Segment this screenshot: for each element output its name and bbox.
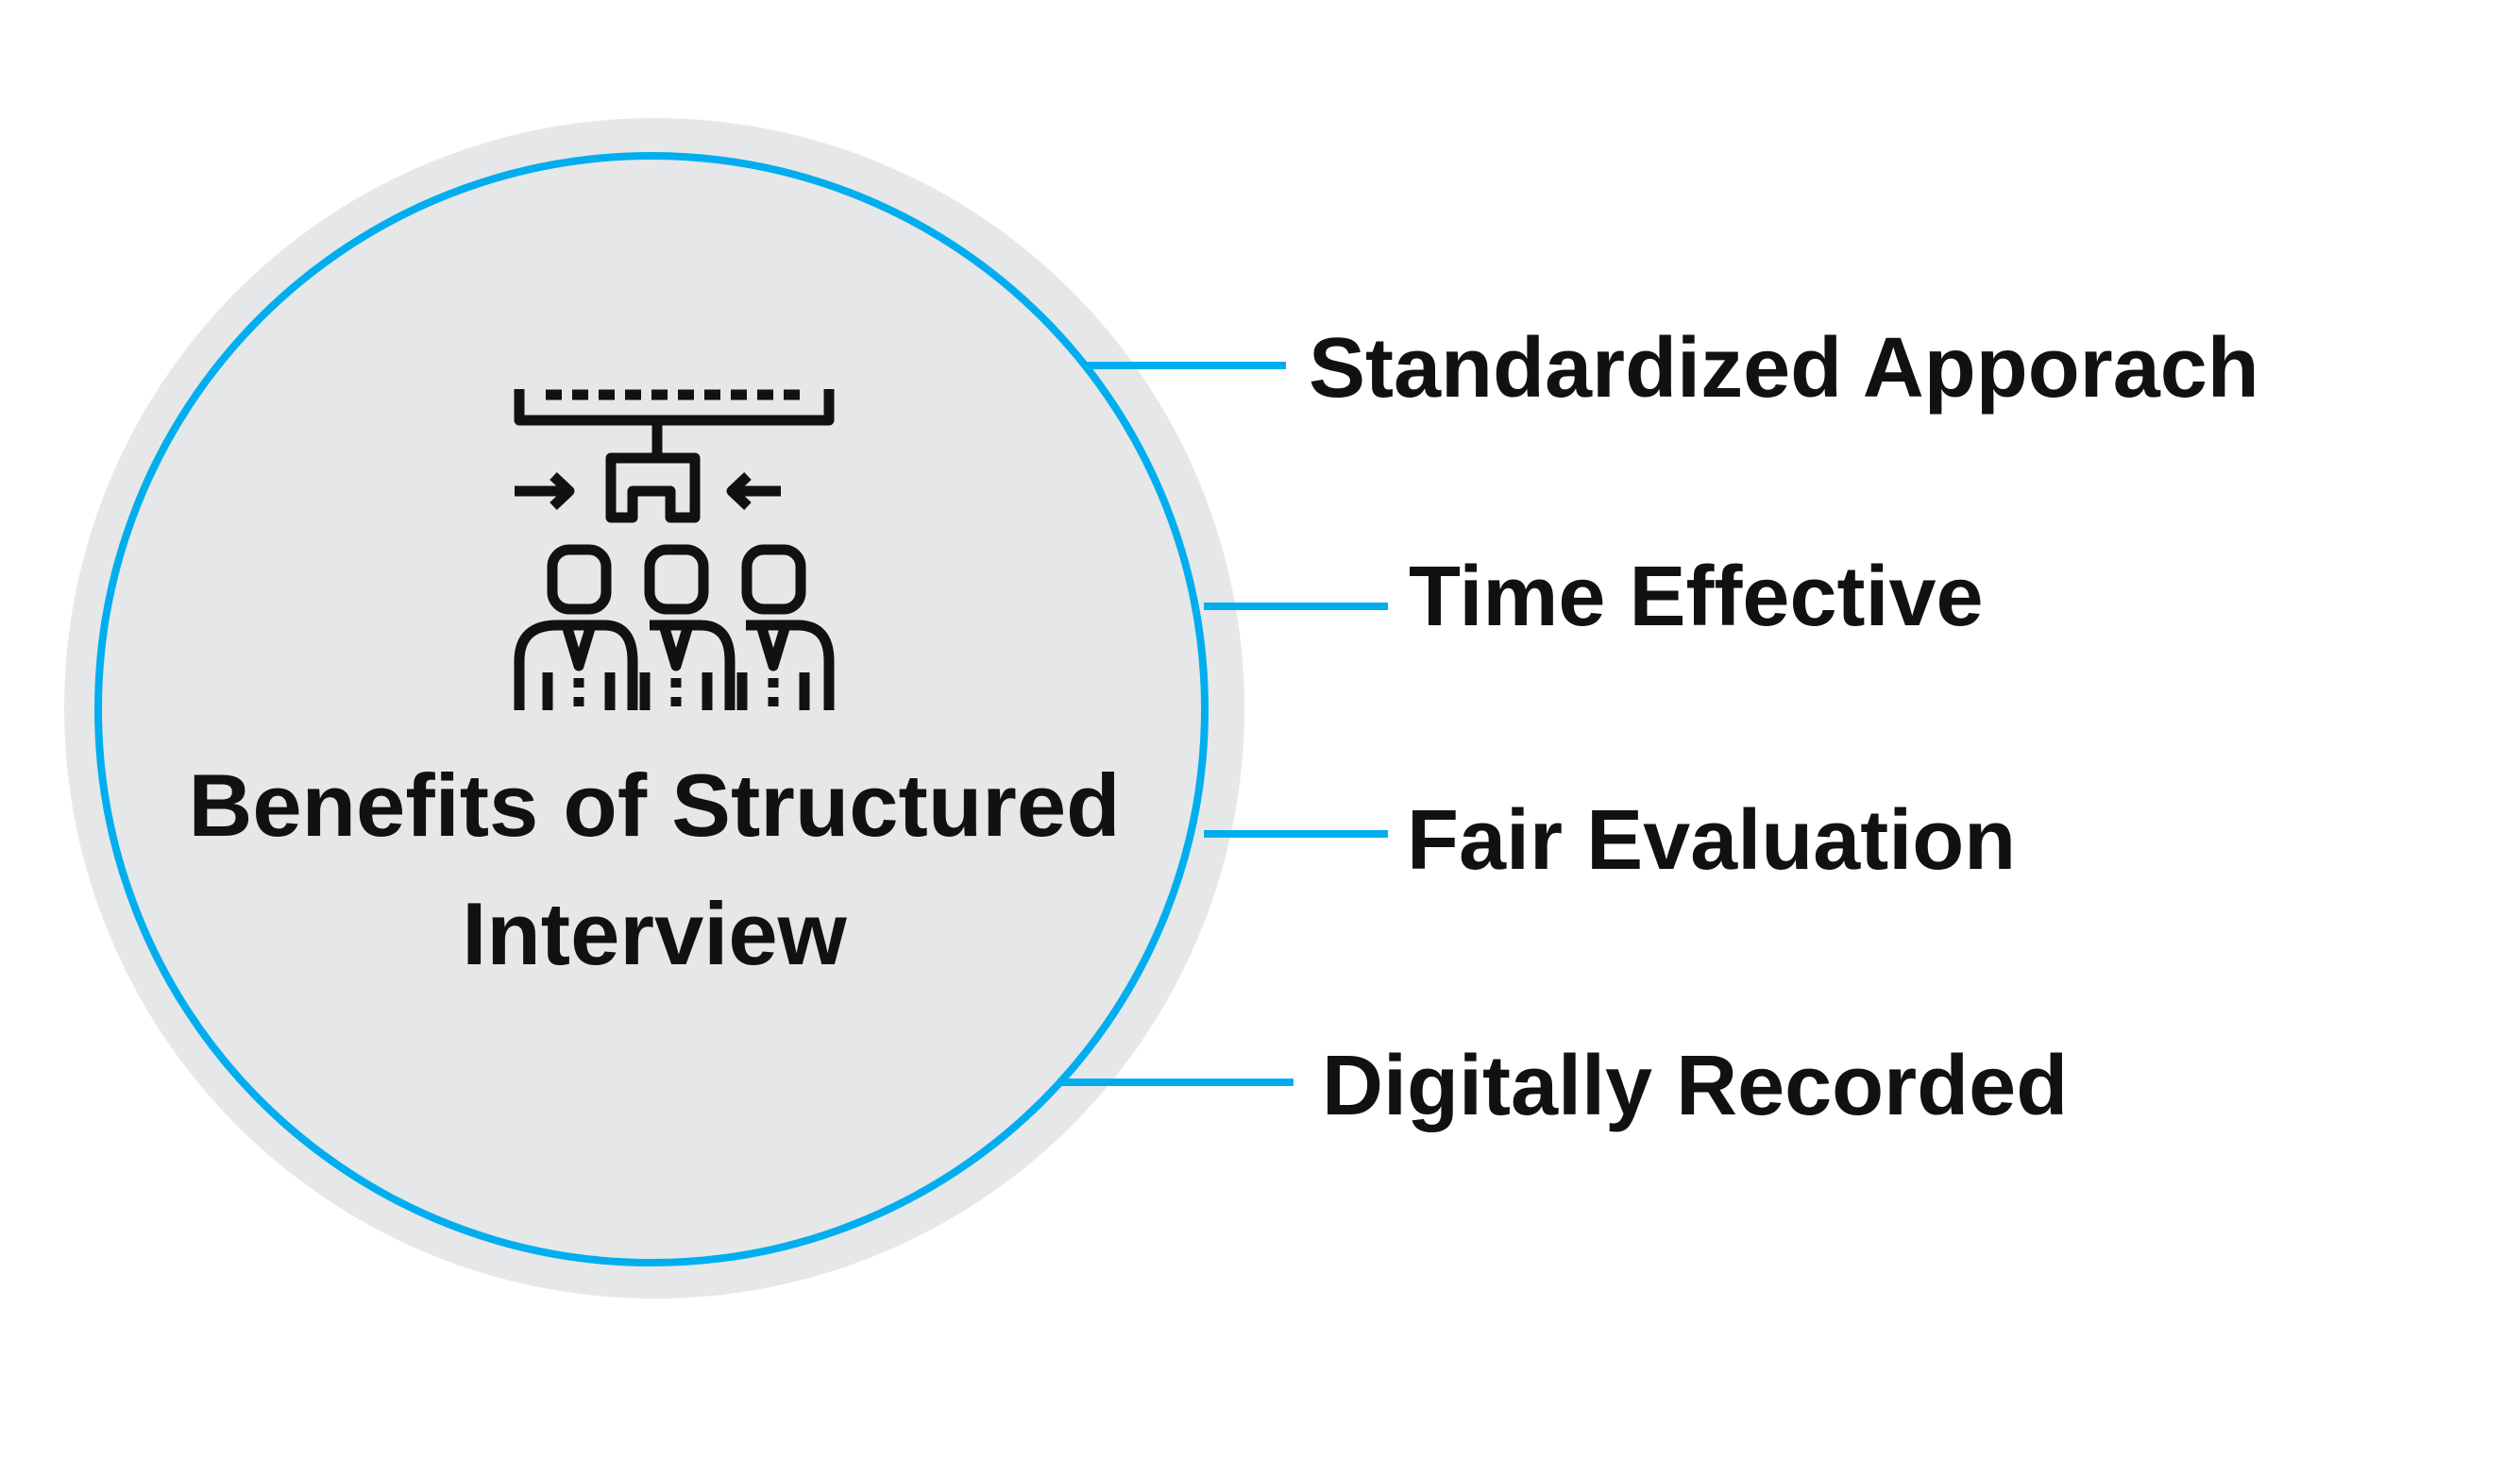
benefit-label-fair: Fair Evaluation — [1407, 793, 2017, 888]
benefit-label-digital: Digitally Recorded — [1322, 1039, 2069, 1133]
title-line-1: Benefits of Structured — [188, 756, 1121, 855]
connector-line-digital — [1057, 1079, 1294, 1086]
benefit-label-time: Time Effective — [1409, 550, 1984, 644]
benefit-label-standardized: Standardized Apporach — [1309, 321, 2259, 416]
connector-line-standardized — [1083, 362, 1286, 369]
connector-line-time — [1204, 603, 1388, 610]
center-circle — [94, 152, 1209, 1266]
connector-line-fair — [1204, 830, 1388, 838]
title-line-2: Interview — [462, 884, 847, 983]
diagram-title: Benefits of Structured Interview — [126, 741, 1183, 998]
interview-panel-icon — [514, 389, 835, 710]
